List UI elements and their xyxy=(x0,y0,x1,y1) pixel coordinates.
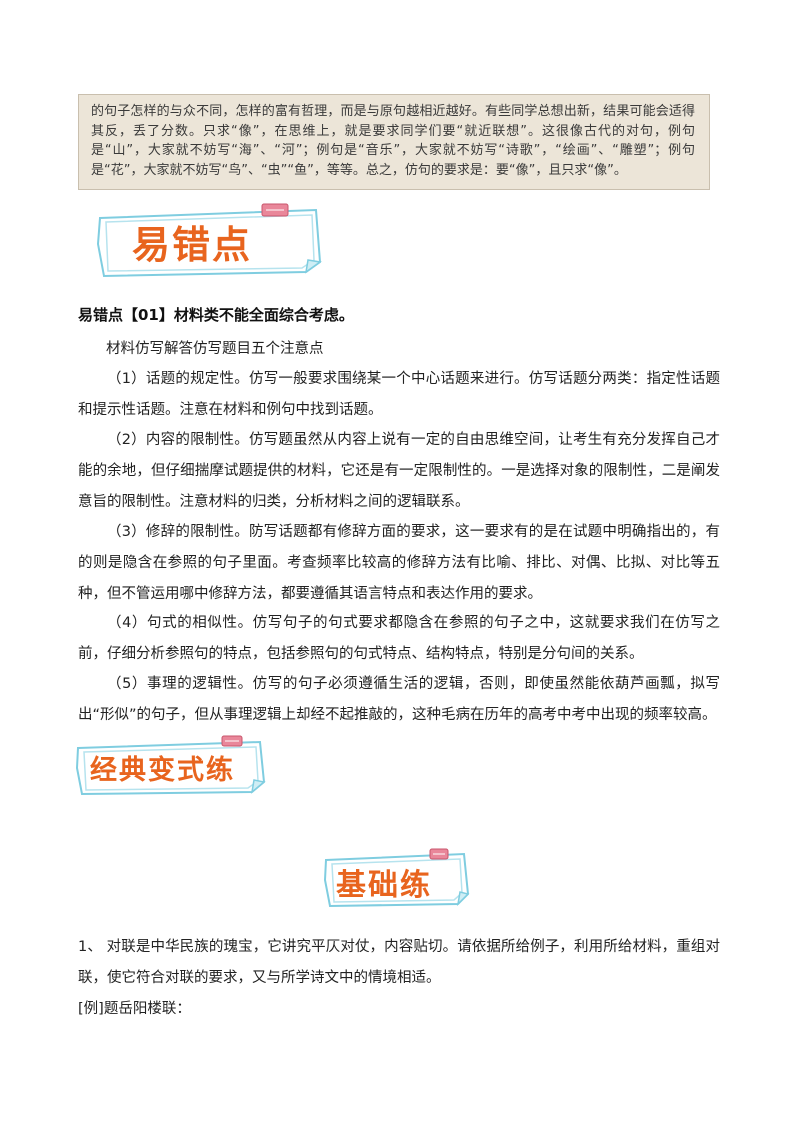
tip-box: 的句子怎样的与众不同，怎样的富有哲理，而是与原句越相近越好。有些同学总想出新，结… xyxy=(78,94,710,190)
banner-error-points-title: 易错点 xyxy=(132,222,253,267)
error-intro: 材料仿写解答仿写题目五个注意点 xyxy=(106,341,324,357)
banner-classic-practice: 经典变式练 xyxy=(74,734,268,798)
banner-error-points: 易错点 xyxy=(94,200,324,282)
question-1-example: [例]题岳阳楼联： xyxy=(78,1001,191,1017)
error-item-3: （3）修辞的限制性。防写话题都有修辞方面的要求，这一要求有的是在试题中明确指出的… xyxy=(78,524,720,602)
paper-clip-icon xyxy=(261,203,289,217)
banner-basic-practice-title: 基础练 xyxy=(336,868,432,903)
error-item-4: （4）句式的相似性。仿写句子的句式要求都隐含在参照的句子之中，这就要求我们在仿写… xyxy=(78,615,720,662)
error-item-1: （1）话题的规定性。仿写一般要求围绕某一个中心话题来进行。仿写话题分两类：指定性… xyxy=(78,371,720,418)
banner-ribbon-graphic xyxy=(323,848,470,908)
error-point-heading: 易错点【01】材料类不能全面综合考虑。 xyxy=(78,306,354,324)
banner-ribbon-graphic xyxy=(75,735,266,796)
banner-basic-practice: 基础练 xyxy=(322,848,472,910)
question-1: 1、 对联是中华民族的瑰宝，它讲究平仄对仗，内容贴切。请依据所给例子，利用所给材… xyxy=(78,939,720,986)
paper-clip-icon xyxy=(429,848,449,860)
error-item-2: （2）内容的限制性。仿写题虽然从内容上说有一定的自由思维空间，让考生有充分发挥自… xyxy=(78,432,720,510)
paper-clip-icon xyxy=(221,735,243,747)
banner-classic-practice-title: 经典变式练 xyxy=(90,755,235,786)
tip-text: 的句子怎样的与众不同，怎样的富有哲理，而是与原句越相近越好。有些同学总想出新，结… xyxy=(91,104,695,178)
banner-ribbon-graphic xyxy=(96,203,322,278)
error-item-5: （5）事理的逻辑性。仿写的句子必须遵循生活的逻辑，否则，即使虽然能依葫芦画瓢，拟… xyxy=(78,676,720,723)
